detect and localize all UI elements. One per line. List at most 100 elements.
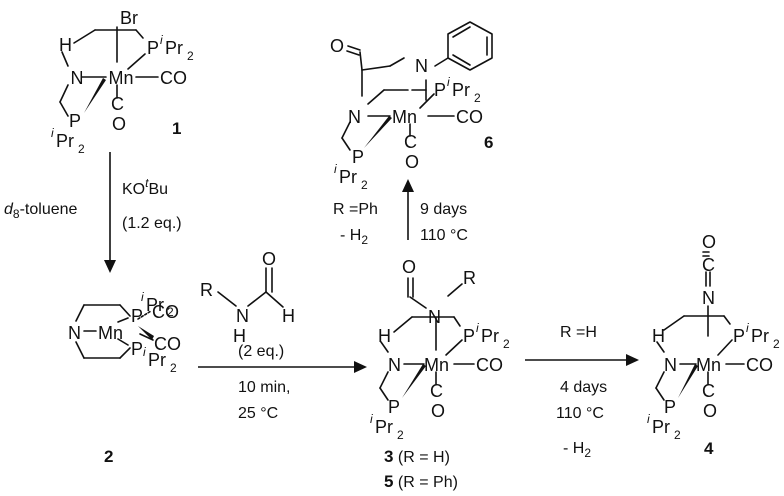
atom-o: O [402,257,416,277]
ipr-text: Pr [375,417,393,437]
atom-mn: Mn [696,355,721,375]
atom-p: P [388,397,400,417]
step4-time: 9 days [420,201,467,218]
atom-n: N [71,68,84,88]
compound-4-label: 4 [704,439,714,458]
arrow-step2 [198,361,367,373]
atom-br: Br [120,8,138,28]
compound-3-label: 3 (R = H) [384,447,450,466]
ipr-text: Pr [481,326,499,346]
ipr-sup: i [160,33,163,47]
compound-1-label: 1 [172,119,181,138]
step4-condition-r: R =Ph [333,201,378,218]
step1-equiv: (1.2 eq.) [122,215,182,232]
step1-base: KOtBu [122,176,168,198]
atom-c: C [702,255,715,275]
atom-o: O [330,36,344,56]
step3-temp: 110 °C [556,405,604,422]
step4-h2-loss: - H2 [340,227,368,247]
step3-time: 4 days [560,379,607,396]
ligand-co: CO [152,302,179,322]
ipr-text: Pr [452,80,470,100]
ligand-co: CO [160,68,187,88]
atom-o: O [262,249,276,269]
step2-equiv: (2 eq.) [238,343,284,360]
arrow-step3 [525,354,639,366]
atom-h: H [378,326,391,346]
atom-mn: Mn [392,107,417,127]
atom-o: O [112,114,126,134]
atom-o: O [702,232,716,252]
atom-mn: Mn [108,68,133,88]
step4-temp: 110 °C [420,227,468,244]
ipr-sup: i [141,290,144,304]
reagent-formamide: R N H O H [200,249,295,346]
ipr-sup: i [143,345,146,359]
atom-n: N [428,307,441,327]
compound-6-structure: O N P i Pr 2 N Mn CO C O P i Pr 2 [330,21,493,192]
ipr-sub: 2 [397,428,404,442]
compound-5-label: 5 (R = Ph) [384,472,458,491]
ipr-sup: i [746,321,749,335]
atom-c: C [404,132,417,152]
atom-r: R [463,268,476,288]
ipr-text: Pr [339,167,357,187]
ipr-sub: 2 [187,49,194,63]
ipr-sup: i [334,162,337,176]
compound-3-structure: O N R H N Mn P i Pr 2 CO C O P i Pr 2 [370,257,510,442]
atom-o: O [703,401,717,421]
atom-p: P [69,111,81,131]
atom-r: R [200,280,213,300]
atom-h: H [282,306,295,326]
ligand-co: CO [746,355,773,375]
atom-h: H [652,326,665,346]
ligand-co: CO [154,334,181,354]
atom-n: N [348,107,361,127]
arrow-step4 [402,179,414,240]
ipr-sub: 2 [78,142,85,156]
atom-c: C [111,94,124,114]
atom-p: P [733,326,745,346]
atom-c: C [702,381,715,401]
atom-mn: Mn [424,355,449,375]
ipr-sub: 2 [503,337,510,351]
step2-temp: 25 °C [238,405,278,422]
ipr-sub: 2 [674,428,681,442]
ipr-sup: i [447,75,450,89]
ipr-text: Pr [56,131,74,151]
atom-n: N [702,288,715,308]
ipr-sub: 2 [474,91,481,105]
atom-h: H [233,326,246,346]
ipr-text: Pr [165,38,183,58]
atom-p: P [664,397,676,417]
ipr-text: Pr [148,350,166,370]
step2-time: 10 min, [238,379,290,396]
ipr-sub: 2 [361,178,368,192]
atom-p: P [131,306,143,326]
ipr-sup: i [51,126,54,140]
atom-c: C [430,381,443,401]
atom-h: H [59,35,72,55]
atom-p: P [434,80,446,100]
atom-p: P [463,326,475,346]
ipr-text: Pr [146,295,164,315]
atom-n: N [415,56,428,76]
compound-6-label: 6 [484,133,493,152]
atom-mn: Mn [98,323,123,343]
ipr-text: Pr [751,326,769,346]
ipr-sub: 2 [167,305,174,319]
step3-h2-loss: - H2 [563,440,591,460]
atom-n: N [68,323,81,343]
atom-o: O [405,152,419,172]
atom-p: P [147,38,159,58]
ipr-text: Pr [652,417,670,437]
compound-2-structure: N Mn P i Pr 2 CO CO P i Pr 2 [68,290,181,375]
step1-solvent: d8-toluene [4,201,78,221]
compound-4-structure: O C N H N Mn P i Pr 2 CO C O P i Pr 2 [647,232,780,442]
step3-condition-r: R =H [560,324,597,341]
ipr-sup: i [647,412,650,426]
ligand-co: CO [456,107,483,127]
atom-n: N [236,306,249,326]
atom-p: P [352,147,364,167]
